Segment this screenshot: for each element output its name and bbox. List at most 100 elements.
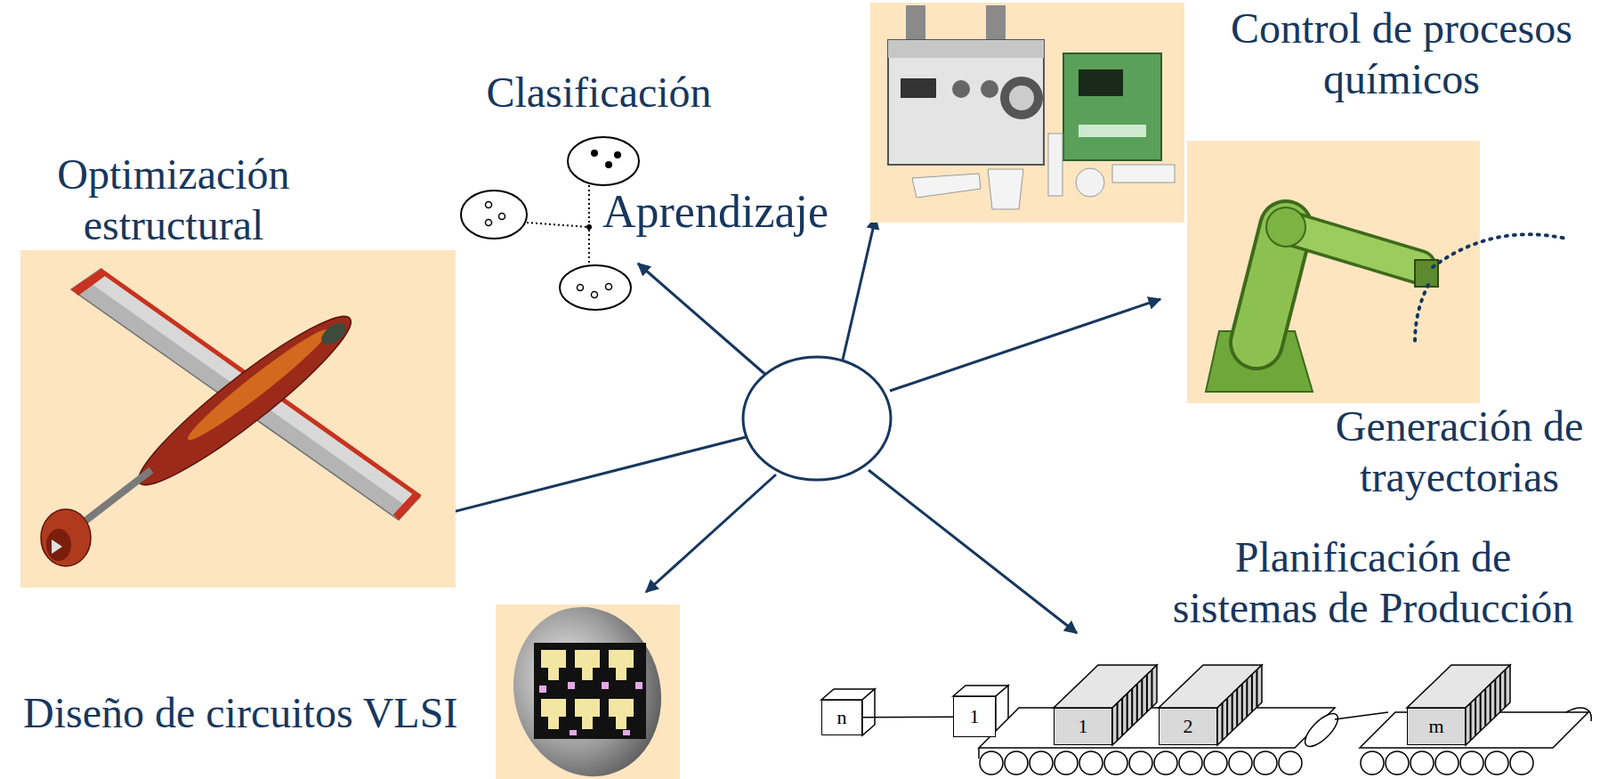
roller: [1253, 751, 1277, 775]
vlsi-chip-picture-part: [539, 685, 547, 693]
machine-rib: [1150, 669, 1153, 707]
airplane-picture-part: [181, 322, 334, 447]
classification-sketch-part: [605, 161, 613, 169]
machine-rib: [1116, 703, 1119, 741]
job-box: 1: [953, 695, 996, 737]
production-line-part: [977, 747, 980, 759]
machine-rib: [1231, 693, 1234, 731]
roller: [1278, 751, 1302, 775]
classification-sketch-part: [559, 265, 631, 310]
vlsi-chip-picture-part: [608, 649, 634, 668]
chemical-equipment-picture-part: [985, 5, 1006, 45]
airplane-picture-part: [71, 269, 106, 296]
robot-arm-picture-part: [1266, 207, 1306, 247]
conveyor-rollers: [979, 751, 1534, 775]
airplane-picture-part: [393, 491, 421, 520]
vlsi-chip-picture-part: [615, 667, 627, 680]
classification-sketch-part: [591, 291, 598, 299]
chemical-equipment-picture-part: [987, 169, 1024, 210]
application-label: Clasificación: [456, 66, 742, 118]
roller: [1410, 751, 1434, 775]
classification-sketch-part: [606, 283, 613, 291]
robot-arm-picture-part: [1285, 226, 1420, 267]
vlsi-chip-picture-part: [569, 729, 577, 736]
roller: [1360, 751, 1384, 775]
machine-number: m: [1428, 714, 1444, 738]
machine-rib: [1251, 674, 1253, 712]
chemical-equipment-picture-part: [1000, 76, 1043, 120]
machine-rib: [1479, 693, 1482, 731]
machine-rib: [1255, 669, 1258, 707]
hub-arrows-part: [638, 263, 769, 378]
airplane-picture-part: [51, 539, 63, 554]
vlsi-chip-picture-part: [622, 729, 631, 736]
chemical-equipment-picture-part: [1078, 124, 1147, 138]
production-line-part: [978, 707, 1335, 748]
chemical-equipment-picture-part: [900, 78, 937, 98]
chemical-equipment-picture: [870, 2, 1185, 223]
application-label: Optimización estructural: [40, 148, 308, 251]
chemical-equipment-picture-part: [1048, 133, 1063, 196]
airplane-picture-part: [125, 299, 364, 502]
roller: [1154, 751, 1178, 775]
job-link: [862, 715, 954, 718]
hub-arrows-part: [889, 298, 1161, 391]
hub-arrows-part: [868, 469, 1077, 633]
vlsi-chip-picture-part: [601, 681, 609, 689]
machine-side: [1112, 664, 1157, 745]
classification-sketch-part: [526, 222, 590, 227]
vlsi-chip-picture-part: [635, 681, 643, 689]
production-line-part: [1300, 708, 1343, 752]
roller: [1460, 751, 1484, 775]
machine-box: m: [1406, 707, 1466, 745]
roller: [1054, 751, 1078, 775]
machine-rib: [1131, 688, 1133, 727]
machine-rib: [1226, 697, 1229, 736]
machine-rib: [1489, 683, 1492, 721]
classification-sketch-part: [485, 202, 493, 209]
airplane-picture-part: [40, 509, 91, 566]
roller: [1179, 751, 1203, 775]
roller: [1510, 751, 1534, 775]
classification-sketch-part: [614, 151, 622, 159]
classification-sketch-part: [590, 149, 598, 157]
hub-circle: [743, 356, 891, 480]
machine-number: 1: [1078, 714, 1089, 738]
chemical-equipment-picture-part: [912, 173, 981, 198]
vlsi-chip-picture-part: [608, 698, 634, 717]
vlsi-chip-picture-part: [615, 716, 627, 729]
chemical-equipment-picture-part: [870, 2, 1185, 223]
airplane-picture-part: [20, 250, 456, 588]
airplane-picture-part: [81, 469, 152, 524]
machine-box: 2: [1158, 707, 1218, 745]
roller: [1029, 751, 1053, 775]
vlsi-chip-picture-part: [574, 698, 600, 717]
chemical-equipment-picture-part: [952, 80, 970, 98]
machine-rib: [1140, 678, 1143, 717]
machine-rib: [1241, 683, 1244, 721]
vlsi-chip-picture-part: [581, 716, 593, 729]
job-box: n: [821, 699, 863, 736]
vlsi-chip-picture-part: [581, 667, 593, 680]
machine-side: [1465, 664, 1511, 745]
chemical-equipment-picture-part: [1075, 168, 1105, 197]
classification-sketch-part: [499, 213, 506, 220]
production-line-part: [1334, 711, 1389, 720]
roller: [1079, 751, 1103, 775]
roller: [1228, 751, 1253, 775]
hub-arrows-part: [646, 474, 776, 592]
application-label: Control de procesos químicos: [1223, 2, 1580, 105]
robot-arm-picture-part: [1414, 259, 1439, 287]
job-number: 1: [969, 704, 980, 728]
airplane-picture-part: [85, 269, 421, 509]
machine-rib: [1221, 703, 1224, 741]
chemical-equipment-picture-part: [905, 5, 926, 45]
vlsi-chip-picture: [494, 589, 680, 779]
roller: [1129, 751, 1153, 775]
production-line-part: [862, 688, 875, 736]
classification-sketch-part: [567, 137, 639, 186]
machine-rib: [1245, 678, 1248, 717]
